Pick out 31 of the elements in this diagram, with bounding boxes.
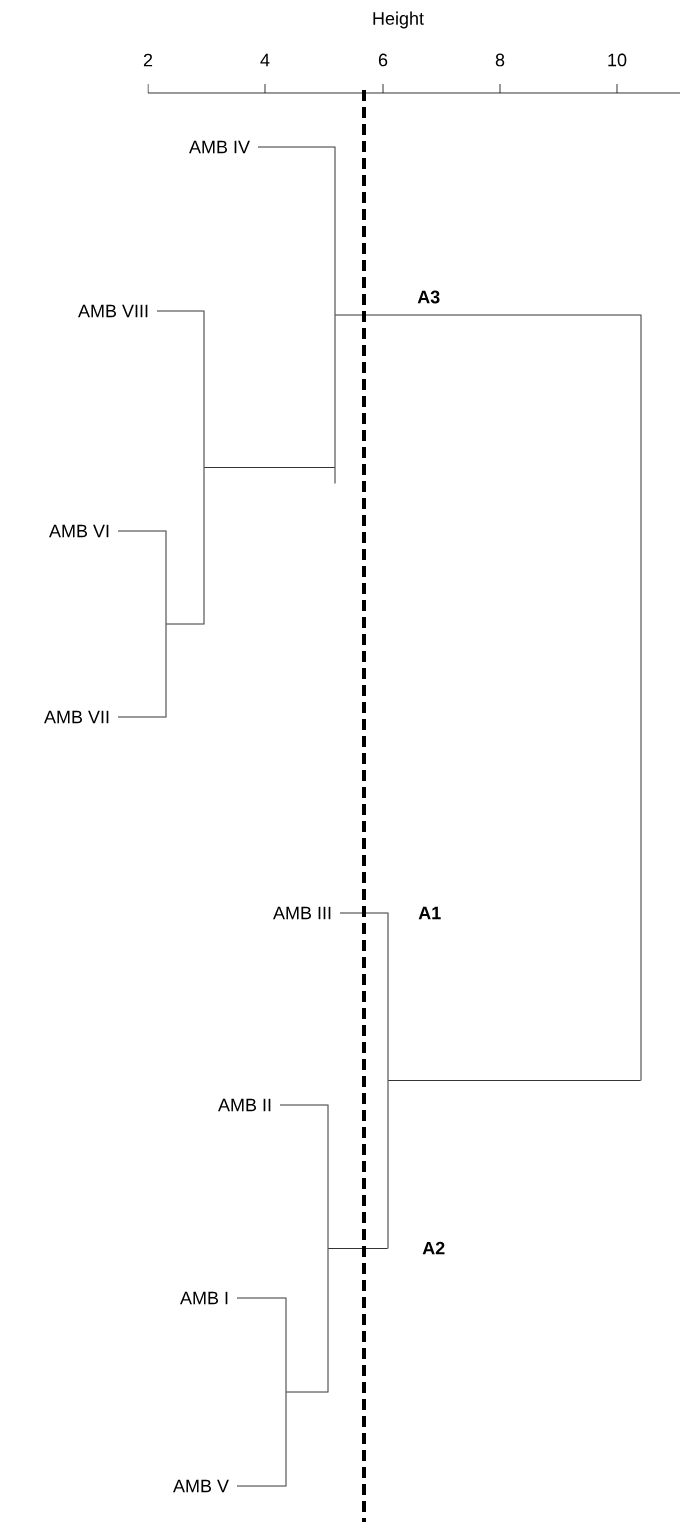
leaf-label: AMB VII (36, 708, 118, 726)
dendrogram-branch (257, 146, 335, 148)
tick-label: 8 (495, 53, 505, 67)
dendrogram-branch (166, 623, 204, 625)
dendrogram-branch (117, 530, 166, 532)
dendrogram-branch (204, 467, 335, 468)
leaf-label: AMB III (265, 904, 340, 922)
dendrogram-branch (236, 1485, 286, 1487)
tick-label: 6 (378, 53, 388, 67)
dendrogram-branch (156, 310, 204, 312)
tick-label: 10 (608, 53, 627, 67)
leaf-label: AMB IV (181, 138, 258, 156)
tick-label: 4 (260, 53, 270, 67)
tick-label: 2 (143, 53, 153, 67)
dendrogram-branch (339, 912, 388, 914)
cluster-label: A3 (415, 288, 443, 306)
dendrogram-branch (117, 716, 166, 718)
leaf-label: AMB VI (41, 522, 118, 540)
leaf-label: AMB II (210, 1096, 280, 1114)
leaf-label: AMB VIII (70, 302, 157, 320)
leaf-label: AMB I (172, 1289, 237, 1307)
dendrogram-branch (328, 1248, 388, 1249)
cluster-label: A2 (420, 1239, 448, 1257)
dendrogram-branch (388, 1080, 641, 1081)
axis-title: Height (373, 11, 424, 29)
dendrogram-branch (335, 314, 641, 316)
dendrogram-branch (236, 1297, 286, 1299)
dendrogram-branch (286, 1391, 328, 1393)
dendrogram-branch (279, 1104, 328, 1106)
cluster-label: A1 (416, 904, 444, 922)
leaf-label: AMB V (165, 1477, 237, 1495)
